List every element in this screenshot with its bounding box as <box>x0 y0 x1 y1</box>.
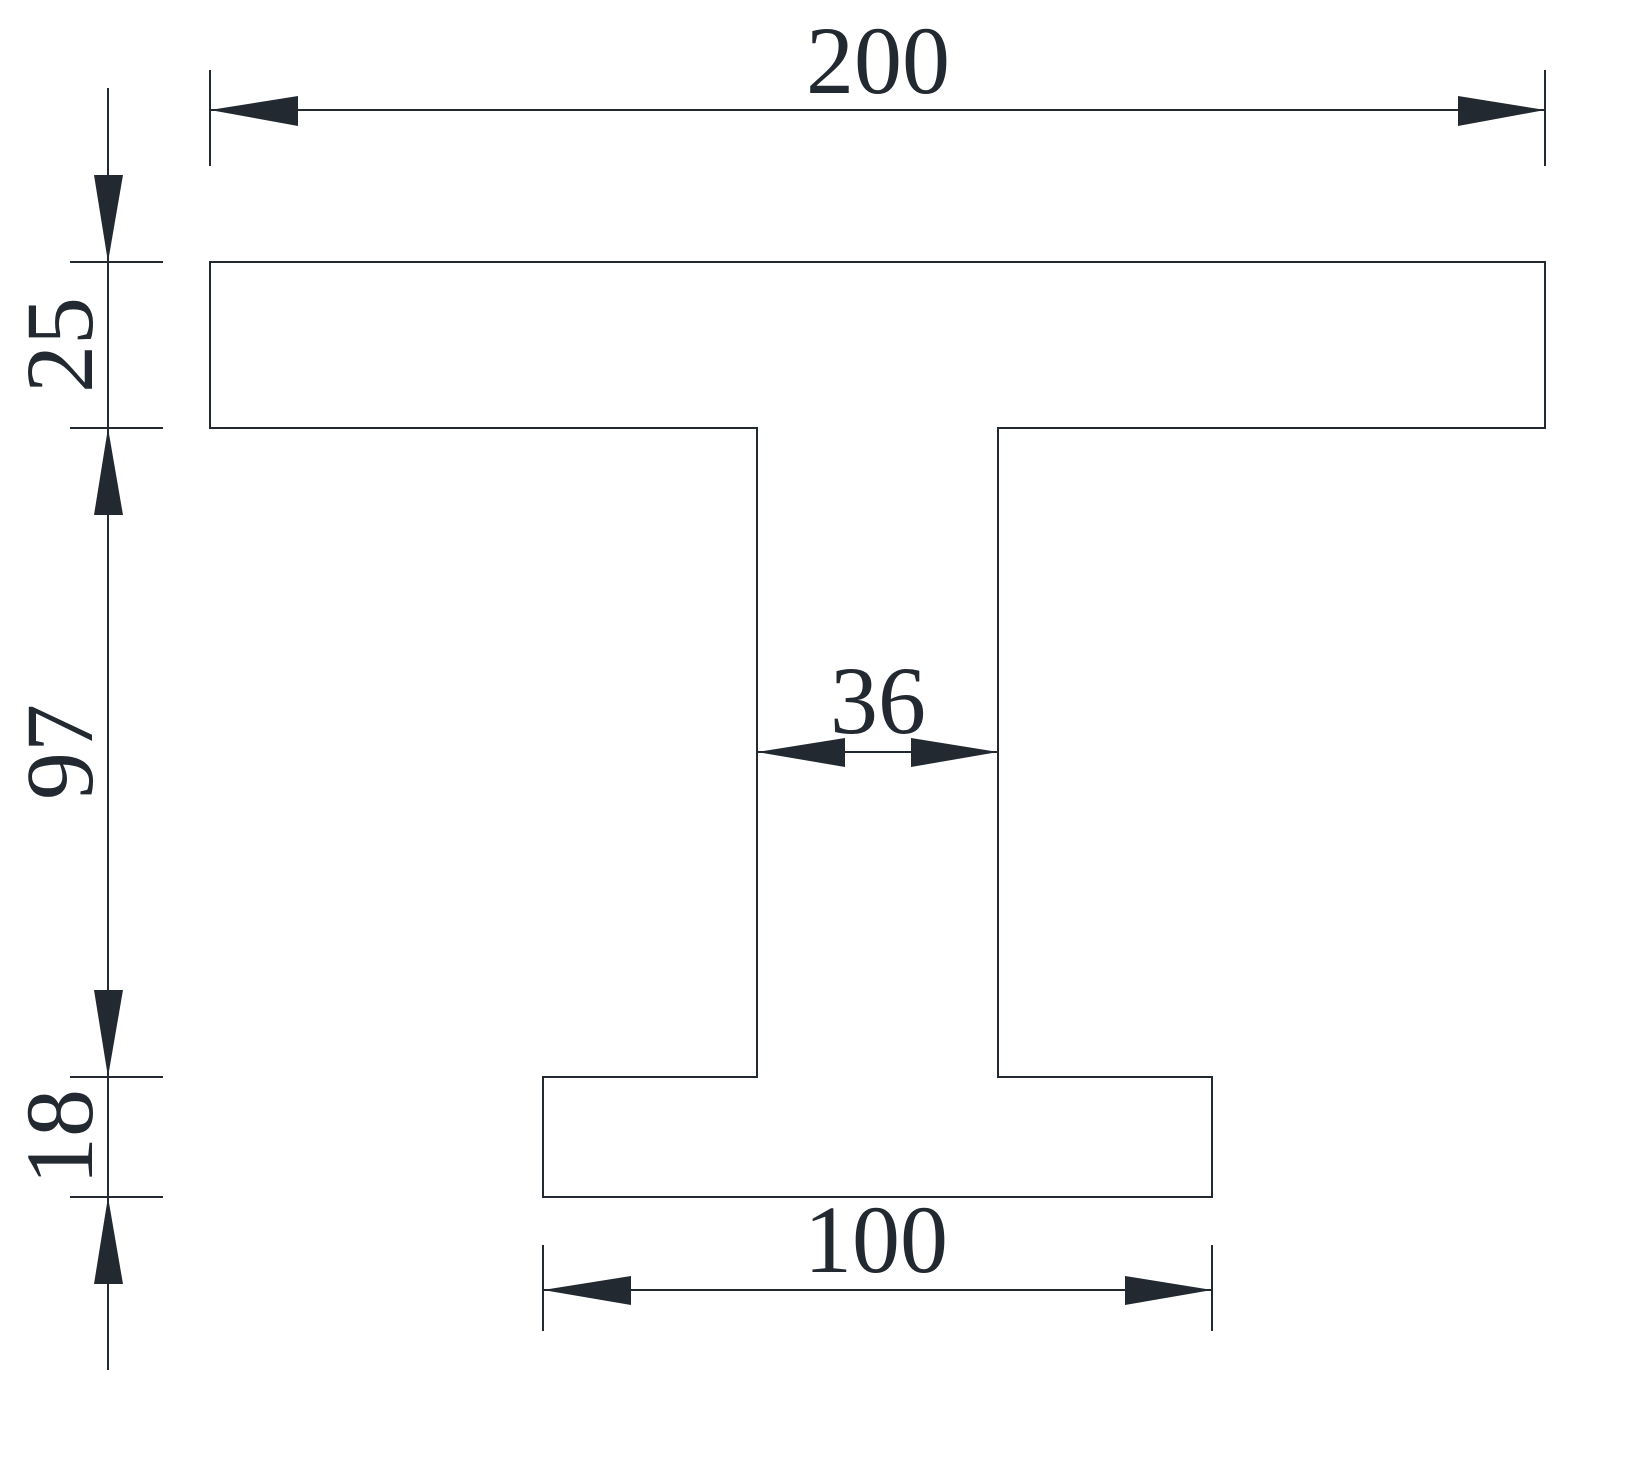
height-dimension-chain: 25 97 18 <box>6 88 163 1370</box>
arrowhead <box>911 738 998 767</box>
beam-section-outline <box>209 261 1546 1198</box>
web-thickness-label: 36 <box>830 647 926 754</box>
arrowhead <box>1458 96 1545 126</box>
bottom-width-dimension: 100 <box>542 1186 1213 1331</box>
arrowhead <box>94 175 123 262</box>
arrowhead <box>543 1276 631 1305</box>
arrowhead <box>94 990 123 1077</box>
bottom-flange-thickness-label: 18 <box>6 1089 113 1185</box>
arrowhead <box>757 738 845 767</box>
arrowhead <box>1125 1276 1212 1305</box>
arrowhead <box>94 1197 123 1284</box>
top-flange-thickness-label: 25 <box>6 297 113 393</box>
web-thickness-dimension: 36 <box>757 647 998 767</box>
arrowhead <box>210 96 298 126</box>
top-width-label: 200 <box>806 7 950 114</box>
arrowhead <box>94 428 123 515</box>
web-height-label: 97 <box>6 704 113 800</box>
top-width-dimension: 200 <box>209 7 1546 166</box>
bottom-width-label: 100 <box>804 1186 948 1293</box>
